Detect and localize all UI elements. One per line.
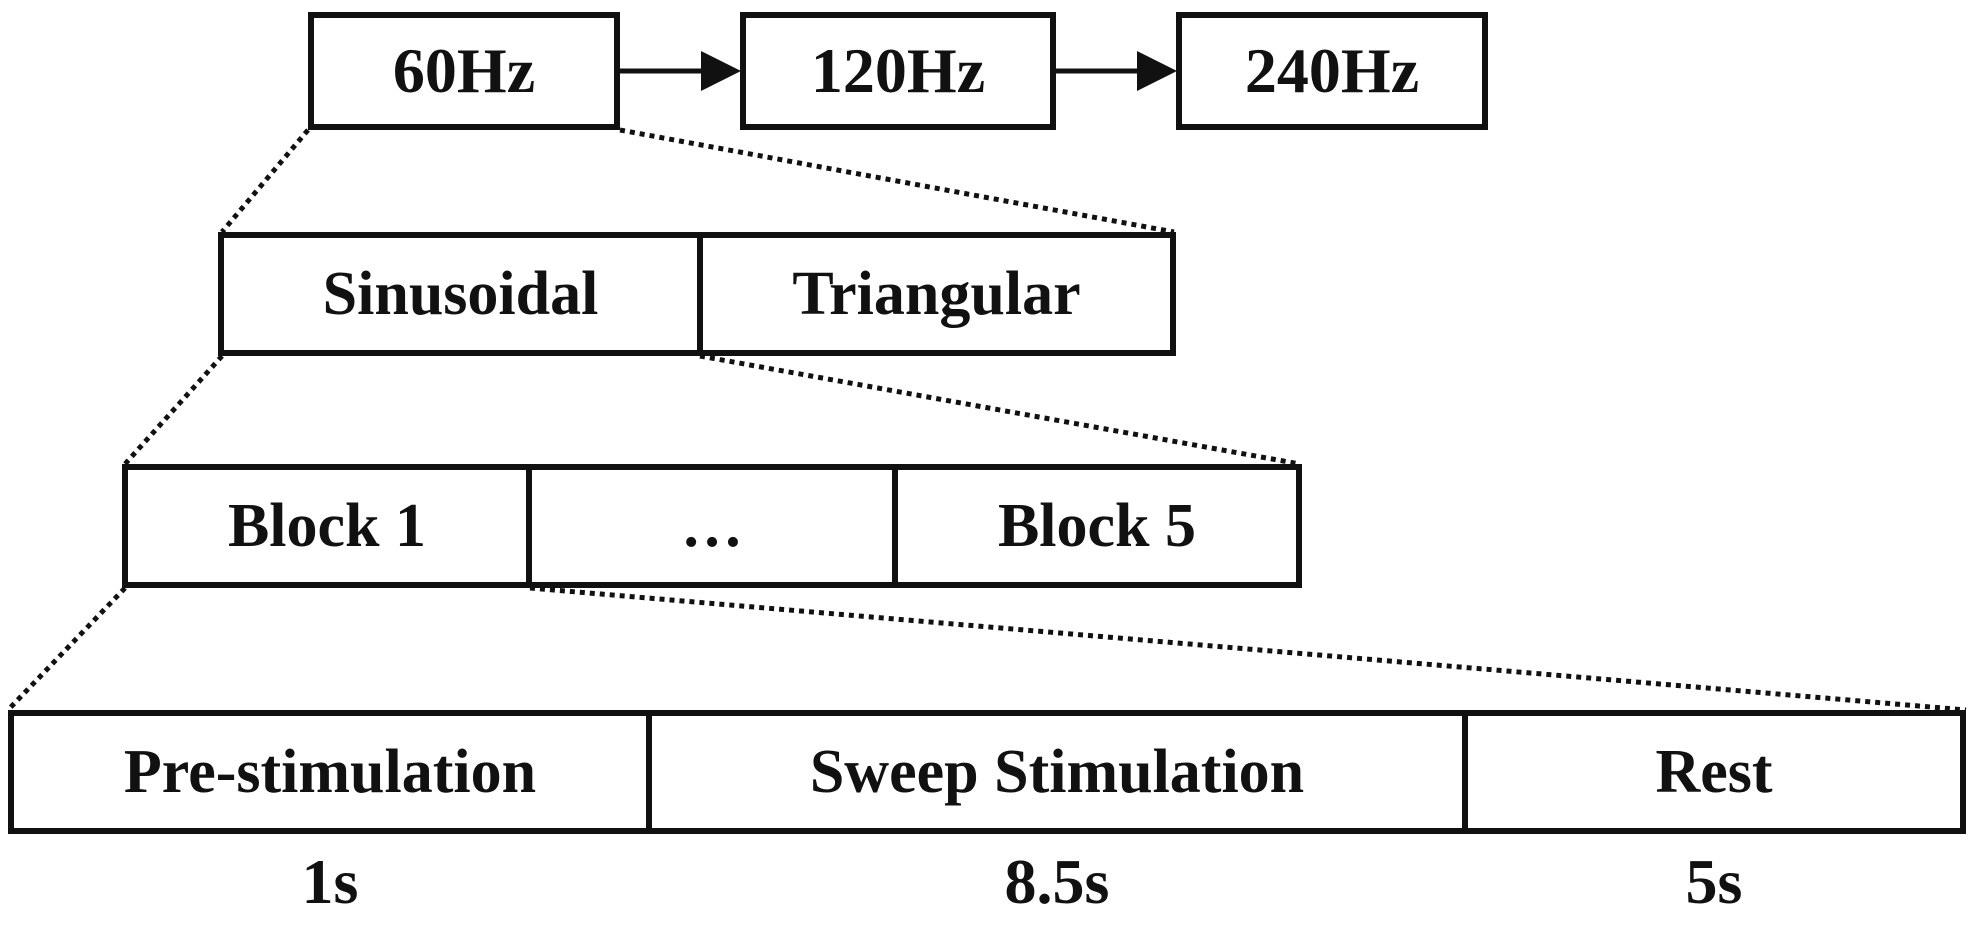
- waveform-box-sinusoidal: Sinusoidal: [218, 232, 703, 356]
- frequency-box-60hz: 60Hz: [308, 12, 620, 130]
- zoom-line-level1-left: [220, 128, 310, 234]
- block-box-ellipsis: …: [526, 464, 898, 588]
- frequency-box-120hz: 120Hz: [740, 12, 1056, 130]
- phase-duration-rest: 5s: [1685, 846, 1743, 917]
- zoom-line-level1-right: [619, 127, 1175, 235]
- zoom-line-level2-right: [699, 353, 1301, 467]
- phase-duration-pre-stimulation: 1s: [301, 846, 359, 917]
- frequency-box-240hz: 240Hz: [1176, 12, 1488, 130]
- phase-box-pre-stimulation: Pre-stimulation: [8, 710, 652, 834]
- waveform-box-triangular: Triangular: [697, 232, 1176, 356]
- phase-box-sweep-stimulation: Sweep Stimulation: [646, 710, 1468, 834]
- block-box-first: Block 1: [122, 464, 532, 588]
- zoom-line-level3-left: [6, 586, 127, 712]
- zoom-line-level3-right: [529, 585, 1967, 713]
- phase-box-rest: Rest: [1462, 710, 1966, 834]
- block-box-last: Block 5: [892, 464, 1302, 588]
- phase-duration-sweep-stimulation: 8.5s: [1004, 846, 1110, 917]
- zoom-line-level2-left: [123, 354, 224, 466]
